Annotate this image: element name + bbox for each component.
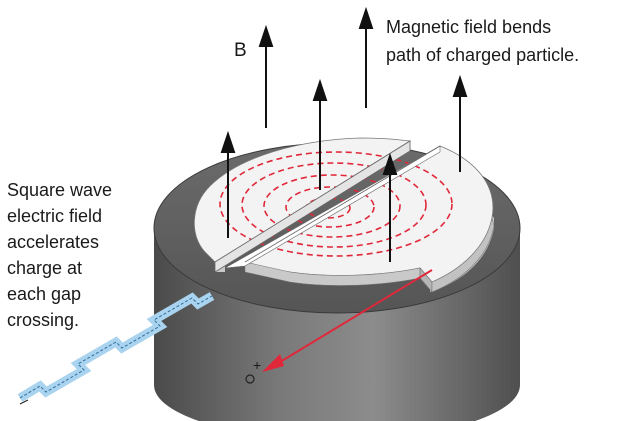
orbit-4	[241, 162, 427, 248]
magnetic-note: Magnetic field bends path of charged par…	[386, 17, 579, 65]
magnetic-note-line-1: Magnetic field bends	[386, 17, 551, 37]
exit-beam: +	[245, 269, 433, 384]
wave-note-line-5: each gap	[7, 284, 81, 304]
square-wave-note: Square wave electric field accelerates c…	[7, 180, 112, 330]
field-arrows	[220, 6, 468, 262]
wave-note-line-4: charge at	[7, 258, 82, 278]
square-wave	[17, 292, 215, 405]
up-arrow-icon	[452, 74, 468, 172]
orbit-2	[285, 186, 375, 228]
right-dee	[244, 145, 495, 293]
up-arrow-icon	[312, 78, 328, 190]
orbit-5	[219, 151, 453, 257]
up-arrow-icon	[358, 6, 374, 108]
orbit-3	[263, 174, 401, 238]
up-arrow-icon	[258, 24, 274, 128]
wave-note-line-2: electric field	[7, 206, 102, 226]
b-field-label: B	[234, 40, 247, 61]
up-arrow-icon	[382, 152, 398, 262]
wave-note-line-6: crossing.	[7, 310, 79, 330]
up-arrow-icon	[220, 130, 236, 238]
magnetic-note-line-2: path of charged particle.	[386, 45, 579, 65]
red-arrow-icon	[262, 354, 284, 372]
wave-note-line-1: Square wave	[7, 180, 112, 200]
dee-gap	[214, 140, 441, 273]
exit-particle-sign: +	[253, 357, 261, 373]
wave-note-line-3: accelerates	[7, 232, 99, 252]
